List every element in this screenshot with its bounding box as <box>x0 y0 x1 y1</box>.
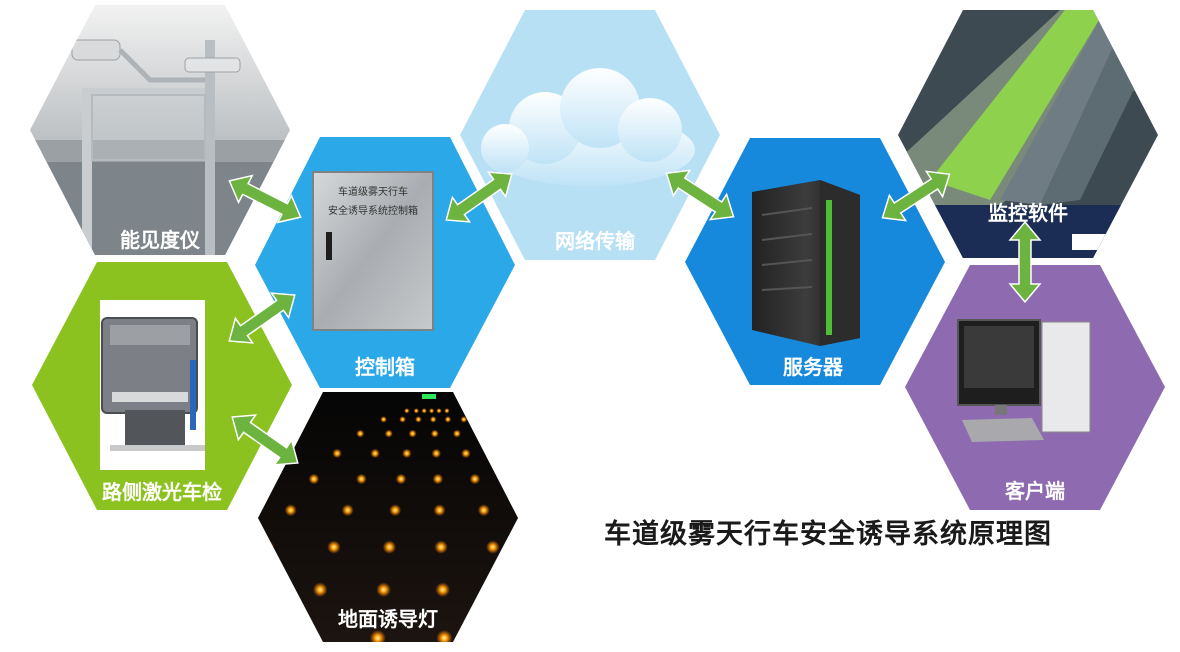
guide-lamp <box>542 540 555 553</box>
guide-lamp <box>492 448 503 459</box>
guide-lamp <box>509 473 518 485</box>
guide-lamp <box>574 630 590 646</box>
guide-lamp <box>298 630 315 642</box>
guide-lamp <box>476 429 485 438</box>
arrow-server-monitoring <box>881 170 951 222</box>
guide-lamp <box>444 416 452 423</box>
guide-lamp <box>380 416 387 423</box>
laser-detector-photo <box>100 300 205 470</box>
guide-lamp <box>436 630 453 642</box>
guide-lamp <box>477 504 490 517</box>
guide-lamp <box>461 448 471 459</box>
server-label: 服务器 <box>783 355 844 379</box>
guide-lamp <box>384 429 393 438</box>
guide-lamp <box>370 448 380 459</box>
arrow-network-server <box>665 169 735 221</box>
ground-lights-label: 地面诱导灯 <box>338 607 438 631</box>
guide-lamp <box>486 540 500 554</box>
node-client: 客户端 <box>905 265 1165 510</box>
guide-lamp <box>284 504 297 517</box>
guide-lamp <box>389 504 402 517</box>
monitoring-software-label: 监控软件 <box>988 201 1068 225</box>
guide-lamp <box>452 429 461 438</box>
hex-ground-lights <box>258 392 518 642</box>
node-laser-detector: 路侧激光车检 <box>32 262 292 510</box>
arrow-visibility-control <box>228 174 302 224</box>
node-ground-lights: 地面诱导灯 <box>213 392 590 646</box>
visibility-meter-label: 能见度仪 <box>120 228 201 252</box>
guide-lamp <box>408 429 417 438</box>
guide-lamp <box>428 408 435 414</box>
control-box-label: 控制箱 <box>355 355 415 379</box>
guide-lamp <box>429 416 437 423</box>
connection-arrows <box>228 169 1042 466</box>
monitoring-software-screenshot <box>898 10 1158 258</box>
guide-lamp <box>399 416 406 423</box>
guide-lamp <box>432 473 444 485</box>
guide-lamp <box>460 416 468 423</box>
guide-lamp <box>308 473 320 485</box>
guide-lamp <box>525 504 537 516</box>
guide-lamp <box>237 582 252 597</box>
laser-detector-label: 路侧激光车检 <box>102 480 222 504</box>
guide-lamp <box>404 408 410 414</box>
guide-lamp <box>435 582 451 597</box>
guide-lamp <box>332 448 342 459</box>
cabinet-text-2: 安全诱导系统控制箱 <box>328 204 418 217</box>
guide-lamp <box>382 540 397 554</box>
cabinet-text-1: 车道级雾天行车 <box>338 185 408 198</box>
guide-lamp <box>376 582 391 597</box>
node-visibility-meter: 能见度仪 <box>30 5 290 255</box>
guide-lamp <box>431 448 441 459</box>
server-rack-icon <box>752 180 860 346</box>
guide-lamp <box>502 630 518 642</box>
client-label: 客户端 <box>1004 479 1065 503</box>
computer-icon <box>957 319 1091 442</box>
guide-lamp <box>413 408 419 414</box>
guide-lamp <box>415 416 422 423</box>
guide-lamp <box>402 448 412 459</box>
guide-lamp <box>436 408 442 414</box>
guide-lamp <box>213 630 229 646</box>
guide-lamp <box>260 540 275 554</box>
guide-lamp <box>469 473 481 485</box>
guide-lamp <box>433 504 446 517</box>
node-network: 网络传输 <box>460 10 720 260</box>
guide-lamp <box>356 429 365 438</box>
control-box-cabinet: 车道级雾天行车 安全诱导系统控制箱 <box>312 171 434 331</box>
guide-lamp <box>434 540 448 554</box>
node-control-box: 车道级雾天行车 安全诱导系统控制箱 控制箱 <box>255 137 515 388</box>
guide-lamp <box>312 582 328 597</box>
guide-lamp <box>430 429 439 438</box>
network-label: 网络传输 <box>555 229 636 253</box>
arrow-laser-control <box>228 292 296 344</box>
guide-lamp <box>395 473 407 485</box>
guide-lamp <box>494 582 510 597</box>
node-server: 服务器 <box>685 138 945 385</box>
guide-lamp <box>341 504 354 517</box>
guide-lamp <box>369 630 386 642</box>
guide-lamp <box>327 540 341 554</box>
arrow-monitoring-client <box>1008 220 1042 304</box>
guide-lamp <box>444 408 450 414</box>
arrow-laser-groundlights <box>231 414 299 466</box>
guide-lamp <box>421 408 427 414</box>
guide-lamp <box>558 582 573 597</box>
diagram-title: 车道级雾天行车安全诱导系统原理图 <box>604 519 1052 550</box>
arrow-control-network <box>445 171 513 223</box>
guide-lamp <box>356 473 367 485</box>
node-monitoring-software: 监控软件 <box>898 10 1158 258</box>
cloud-icon <box>481 68 695 186</box>
